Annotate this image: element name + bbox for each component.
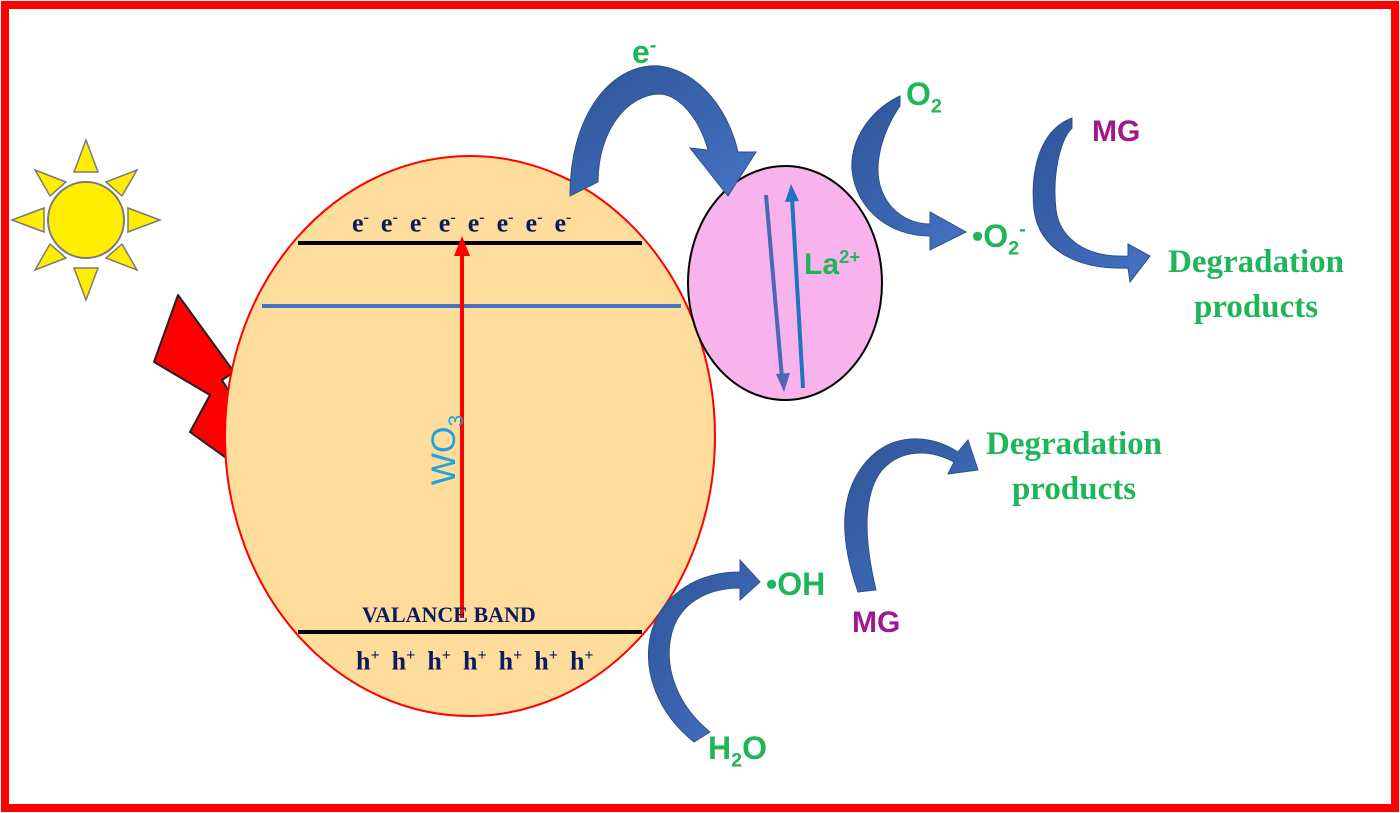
la-up-arrow (785, 184, 805, 389)
products-top-label: Degradation products (1168, 244, 1344, 325)
bottom-degradation-arrow (844, 438, 979, 593)
sun-icon (9, 137, 163, 303)
la-particle (687, 165, 883, 401)
pollutant-bottom-label: MG (852, 606, 901, 639)
hole: h+ (534, 646, 558, 676)
electron: e- (467, 208, 485, 238)
la-down-arrow (764, 194, 790, 392)
electron-row: e- e- e- e- e- e- e- e- (352, 208, 572, 238)
superoxide-label: •O2- (972, 218, 1026, 260)
hole-row: h+ h+ h+ h+ h+ h+ h+ (356, 646, 594, 676)
oxygen-reduction-arrow (851, 95, 968, 251)
hole: h+ (356, 646, 380, 676)
pollutant-top-label: MG (1092, 115, 1141, 148)
water-oxidation-arrow (648, 558, 761, 743)
electron: e- (380, 208, 398, 238)
water-label: H2O (708, 730, 768, 772)
hole: h+ (498, 646, 523, 676)
hole: h+ (391, 646, 416, 676)
hole: h+ (427, 646, 451, 676)
electron: e- (525, 208, 543, 238)
electron: e- (352, 208, 369, 238)
electron: e- (438, 208, 456, 238)
wo3-particle (224, 155, 716, 717)
oxygen-label: O2 (906, 76, 942, 118)
hole: h+ (569, 646, 594, 676)
transfer-electron-label: e- (632, 34, 657, 70)
products-bottom-label: Degradation products (986, 426, 1162, 507)
top-degradation-arrow (1032, 117, 1151, 284)
excitation-arrow (454, 236, 470, 618)
la-label: La2+ (804, 246, 861, 281)
electron: e- (496, 208, 514, 238)
electron: e- (409, 208, 427, 238)
hydroxyl-label: •OH (766, 566, 826, 602)
electron: e- (554, 208, 572, 238)
wo3-label: WO3 (425, 414, 468, 486)
hole: h+ (462, 646, 487, 676)
electron-transfer-arrow (569, 65, 757, 197)
valence-band-label: VALANCE BAND (362, 602, 536, 627)
